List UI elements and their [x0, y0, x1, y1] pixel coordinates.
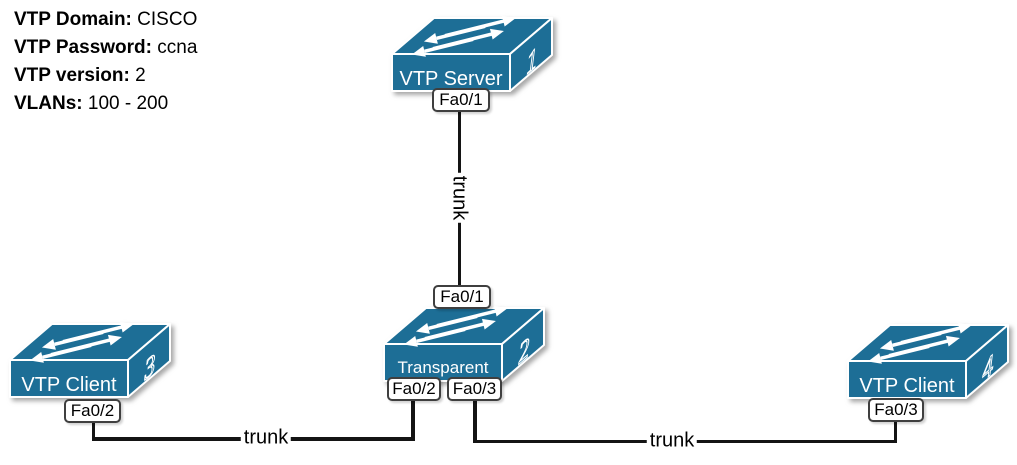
vtp-password-line: VTP Password: ccna: [14, 34, 197, 62]
vtp-version-value: 2: [135, 65, 146, 86]
switch-icon: 4 VTP Client: [846, 317, 1010, 400]
vtp-info-panel: VTP Domain: CISCO VTP Password: ccna VTP…: [14, 6, 197, 118]
vlans-value: 100 - 200: [87, 93, 169, 114]
vtp-password-value: ccna: [157, 37, 198, 58]
port-label-server-fa0-1: Fa0/1: [432, 88, 490, 112]
vlans-line: VLANs: 100 - 200: [14, 90, 197, 118]
switch-vtp-server: 1 VTP Server: [390, 7, 560, 99]
link-client-right-segment-up: [893, 421, 897, 443]
trunk-label-client-right: trunk: [646, 429, 698, 453]
switch-number: 3: [144, 347, 155, 388]
vtp-version-line: VTP version: 2: [14, 62, 197, 90]
port-label-transparent-fa0-1: Fa0/1: [433, 285, 491, 309]
switch-label: VTP Client: [859, 375, 955, 397]
vtp-password-label: VTP Password:: [14, 37, 152, 58]
switch-vtp-client-right: 4 VTP Client: [846, 314, 1016, 406]
vtp-domain-value: CISCO: [137, 9, 198, 30]
port-label-client-right-fa0-3: Fa0/3: [868, 398, 924, 422]
port-label-transparent-fa0-2: Fa0/2: [387, 377, 441, 401]
switch-label: VTP Client: [21, 374, 117, 396]
switch-number: 2: [519, 331, 530, 371]
switch-vtp-client-left: 3 VTP Client: [8, 313, 178, 405]
link-client-left-segment-up: [411, 400, 415, 441]
trunk-label-client-left: trunk: [240, 426, 292, 450]
switch-number: 4: [983, 348, 994, 388]
switch-label: Transparent: [397, 358, 488, 377]
link-client-left-segment-down: [91, 421, 95, 441]
vtp-version-label: VTP version:: [14, 65, 130, 86]
switch-transparent: 2 Transparent: [382, 297, 552, 389]
switch-icon: 1 VTP Server: [390, 10, 554, 93]
vlans-label: VLANs:: [14, 93, 83, 114]
switch-icon: 3 VTP Client: [8, 316, 172, 399]
port-label-client-left-fa0-2: Fa0/2: [64, 399, 121, 423]
switch-label: VTP Server: [400, 68, 503, 90]
switch-icon: 2 Transparent: [382, 300, 546, 383]
vtp-domain-line: VTP Domain: CISCO: [14, 6, 197, 34]
port-label-transparent-fa0-3: Fa0/3: [447, 377, 502, 401]
vtp-domain-label: VTP Domain:: [14, 9, 132, 30]
trunk-label-server-transparent: trunk: [447, 172, 471, 224]
switch-number: 1: [527, 41, 538, 81]
link-client-right-segment-down: [473, 400, 477, 443]
